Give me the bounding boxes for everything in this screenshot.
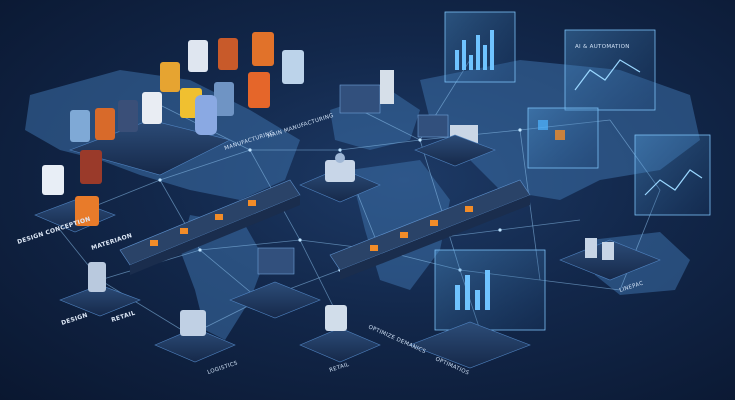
label-retail-left: RETAIL: [110, 310, 136, 324]
robot-station: [299, 153, 381, 203]
machine-stations: [339, 70, 496, 167]
metrics-panel: [527, 107, 599, 169]
label-optimize-demanics: OPTIMIZE DEMANICS: [367, 324, 427, 355]
bottom-chart-panel: [434, 249, 546, 331]
bottom-platforms: [59, 238, 661, 369]
design-conception-station: [34, 150, 116, 233]
label-logistics: LOGISTICS: [207, 360, 239, 376]
conveyor-left: [119, 179, 301, 275]
label-ai-automation: AI & AUTOMATION: [575, 44, 630, 50]
clothing-display: [69, 32, 304, 176]
label-retail-center: RETAIL: [329, 362, 351, 374]
label-design: DESIGN: [60, 312, 88, 327]
dashboard-panels: [434, 11, 711, 331]
right-chart-panel: [634, 134, 711, 216]
top-chart-panel: [444, 11, 516, 83]
ai-automation-panel: [564, 29, 656, 111]
conveyor-center: [329, 179, 531, 280]
jacket-icons: [70, 32, 304, 142]
